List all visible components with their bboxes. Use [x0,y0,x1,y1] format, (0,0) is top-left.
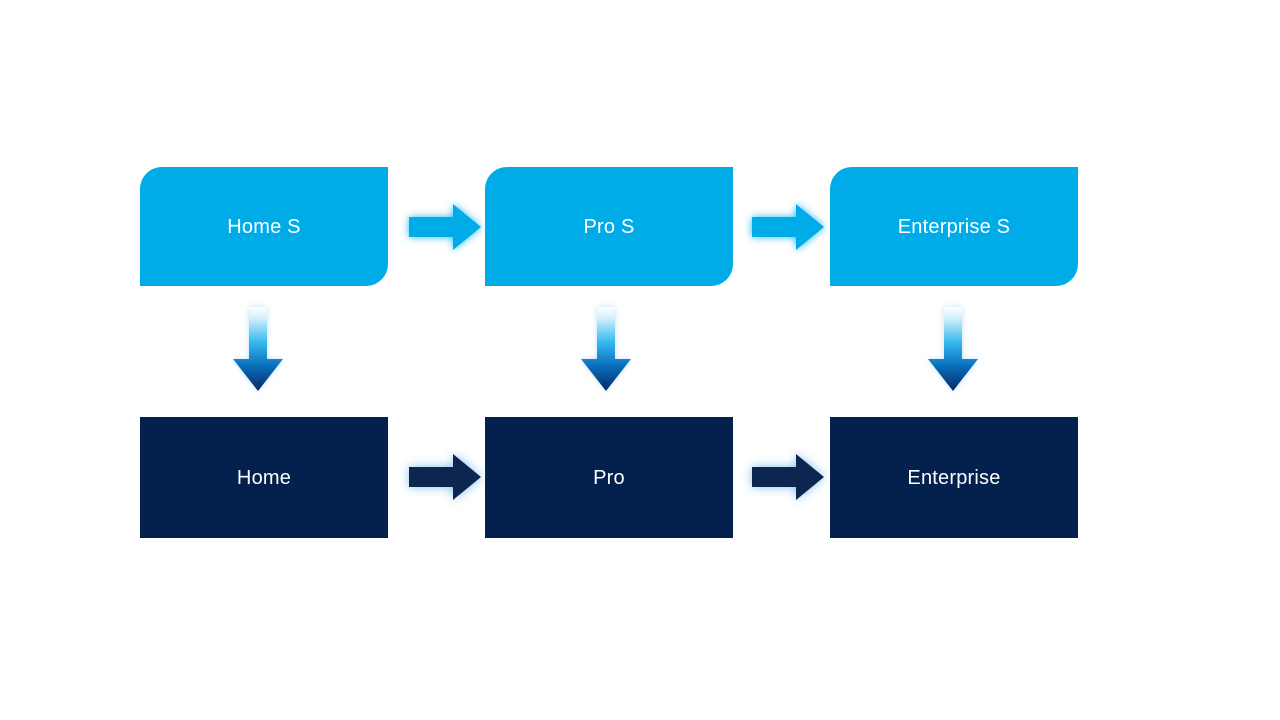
node-label: Pro S [583,215,635,238]
connector-pro-to-enterprise [752,453,824,501]
connector-home-s-to-home [232,307,284,391]
arrow-right-icon [409,204,481,250]
node-home-s[interactable]: Home S [140,167,388,286]
arrow-right-icon [752,454,824,500]
node-label: Home [236,466,292,489]
arrow-down-icon [581,307,631,391]
connector-home-s-to-pro-s [409,203,481,251]
connector-pro-s-to-pro [580,307,632,391]
arrow-right-icon [752,204,824,250]
connector-pro-s-to-enterprise-s [752,203,824,251]
arrow-down-icon [928,307,978,391]
node-label: Home S [227,215,301,238]
connector-enterprise-s-to-enterprise [927,307,979,391]
node-label: Pro [593,466,625,489]
node-enterprise-s[interactable]: Enterprise S [830,167,1078,286]
arrow-down-icon [233,307,283,391]
connector-home-to-pro [409,453,481,501]
node-label: Enterprise [907,466,1001,489]
node-pro[interactable]: Pro [485,417,733,538]
node-enterprise[interactable]: Enterprise [830,417,1078,538]
node-label: Enterprise S [897,215,1011,238]
node-pro-s[interactable]: Pro S [485,167,733,286]
arrow-right-icon [409,454,481,500]
node-home[interactable]: Home [140,417,388,538]
